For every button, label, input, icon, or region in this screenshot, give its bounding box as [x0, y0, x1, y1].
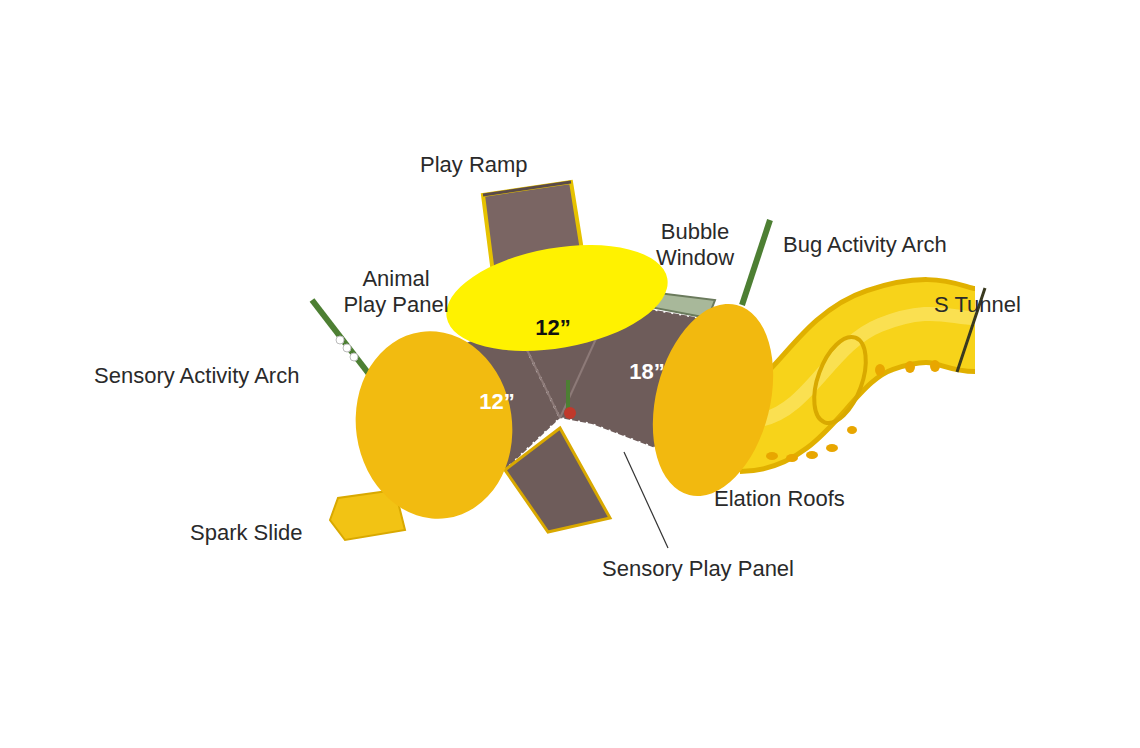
part-label: Bubble Window [640, 219, 750, 271]
part-label: Elation Roofs [714, 486, 874, 512]
part-label: Play Ramp [420, 152, 550, 178]
part-label: S Tunnel [934, 292, 1044, 318]
part-label: Sensory Activity Arch [94, 363, 334, 389]
callout-number: 12” [528, 315, 578, 341]
part-label: Bug Activity Arch [783, 232, 983, 258]
callout-number: 12” [472, 389, 522, 415]
callout-number: 18” [622, 359, 672, 385]
part-label: Sensory Play Panel [602, 556, 822, 582]
part-label: Animal Play Panel [340, 266, 452, 318]
part-label: Spark Slide [190, 520, 330, 546]
